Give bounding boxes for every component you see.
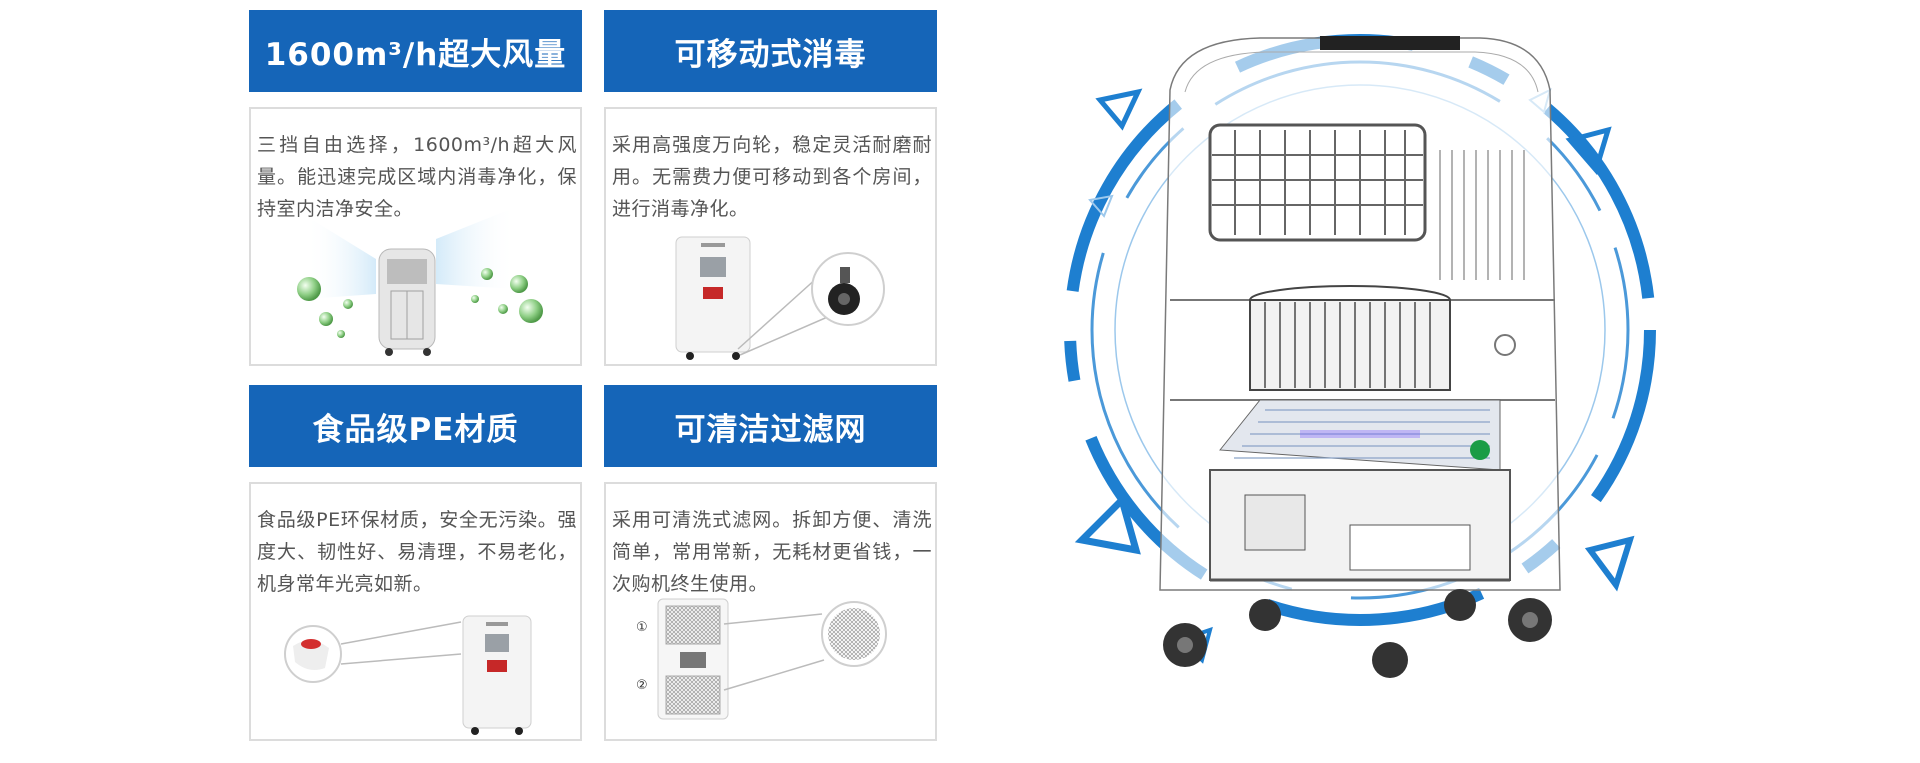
feature-description: 采用高强度万向轮，稳定灵活耐磨耐用。无需费力便可移动到各个房间，进行消毒净化。 <box>612 134 932 220</box>
air-purifier-airflow-illustration <box>297 209 543 356</box>
feature-card-airflow: 1600m³/h超大风量 三挡自由选择，1600m³/h超大风量。能迅速完成区域… <box>249 10 582 366</box>
feature-title: 可移动式消毒 <box>604 10 937 92</box>
filter-marker-2: ② <box>636 678 648 693</box>
pe-material-closeup-illustration <box>284 615 532 735</box>
feature-title: 食品级PE材质 <box>249 385 582 467</box>
feature-title: 1600m³/h超大风量 <box>249 10 582 92</box>
filter-marker-1: ① <box>636 620 648 635</box>
feature-card-material: 食品级PE材质 食品级PE环保材质，安全无污染。强度大、韧性好、易清理，不易老化… <box>249 385 582 741</box>
feature-title: 可清洁过滤网 <box>604 385 937 467</box>
caster-wheel-illustration <box>675 236 885 360</box>
xray-purifier-product-illustration <box>1064 34 1656 678</box>
feature-body: 采用可清洗式滤网。拆卸方便、清洗简单，常用常新，无耗材更省钱，一次购机终生使用。… <box>604 482 937 741</box>
feature-card-mobile: 可移动式消毒 采用高强度万向轮，稳定灵活耐磨耐用。无需费力便可移动到各个房间，进… <box>604 10 937 366</box>
feature-description: 食品级PE环保材质，安全无污染。强度大、韧性好、易清理，不易老化，机身常年光亮如… <box>257 509 577 595</box>
feature-body: 采用高强度万向轮，稳定灵活耐磨耐用。无需费力便可移动到各个房间，进行消毒净化。 <box>604 107 937 366</box>
feature-card-filter: 可清洁过滤网 采用可清洗式滤网。拆卸方便、清洗简单，常用常新，无耗材更省钱，一次… <box>604 385 937 741</box>
feature-description: 采用可清洗式滤网。拆卸方便、清洗简单，常用常新，无耗材更省钱，一次购机终生使用。 <box>612 509 932 595</box>
filter-mesh-closeup-illustration: ① ② <box>636 598 887 720</box>
feature-description: 三挡自由选择，1600m³/h超大风量。能迅速完成区域内消毒净化，保持室内洁净安… <box>257 134 577 220</box>
feature-body: 三挡自由选择，1600m³/h超大风量。能迅速完成区域内消毒净化，保持室内洁净安… <box>249 107 582 366</box>
feature-body: 食品级PE环保材质，安全无污染。强度大、韧性好、易清理，不易老化，机身常年光亮如… <box>249 482 582 741</box>
